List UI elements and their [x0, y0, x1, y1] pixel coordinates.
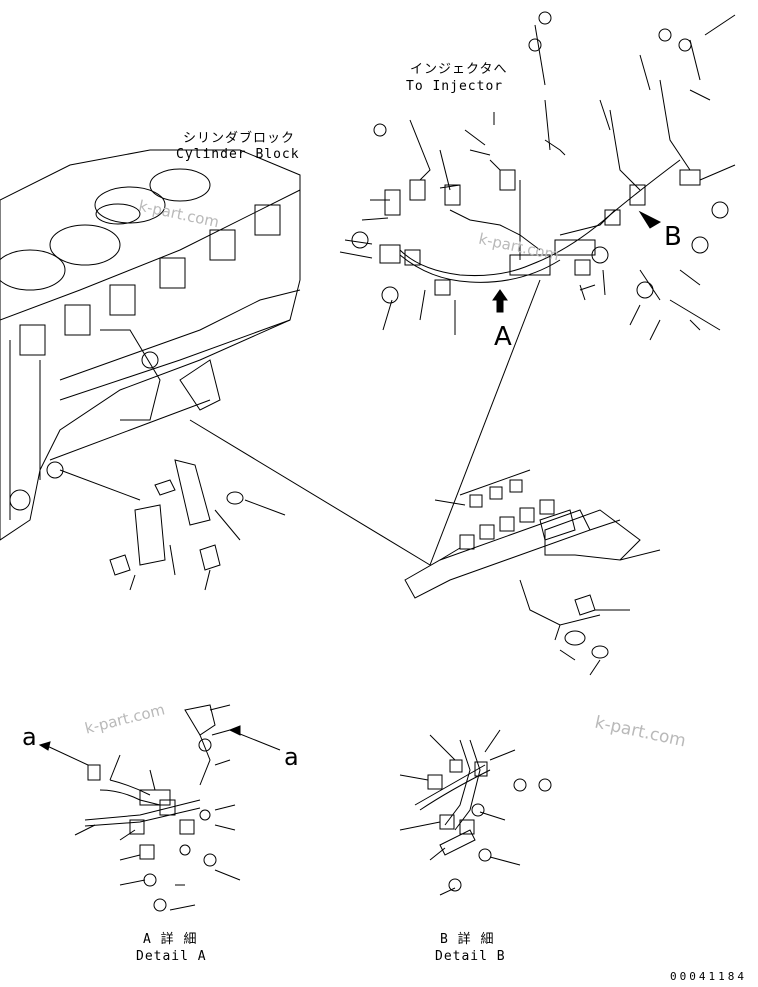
detail-a-small-a-left: a	[22, 723, 37, 751]
detail-a-title-jp: A 詳 細	[143, 932, 198, 947]
cylinder-block-label-jp: シリンダブロック	[183, 131, 296, 146]
injector-rail-assembly	[404, 469, 661, 676]
injector-label-jp: インジェクタへ	[410, 62, 508, 77]
detail-b-drawing	[399, 729, 552, 896]
detail-b-title-en: Detail B	[435, 949, 506, 964]
arrow-a-icon	[492, 289, 508, 313]
injector-label-en: To Injector	[406, 79, 504, 94]
leader-lines-top	[339, 14, 736, 341]
detail-a-title-en: Detail A	[136, 949, 207, 964]
detail-b-title-jp: B 詳 細	[440, 932, 495, 947]
detail-a-drawing	[38, 704, 281, 912]
view-a-label: A	[494, 322, 512, 352]
view-b-label: B	[664, 222, 682, 252]
document-number: 00041184	[670, 970, 747, 983]
harness-top	[351, 11, 729, 331]
cylinder-block-label-en: Cylinder Block	[176, 147, 300, 162]
detail-a-small-a-right: a	[284, 743, 299, 771]
arrow-b-icon	[638, 210, 662, 229]
cylinder-block	[0, 149, 301, 541]
lower-bracket-assembly	[109, 459, 286, 591]
